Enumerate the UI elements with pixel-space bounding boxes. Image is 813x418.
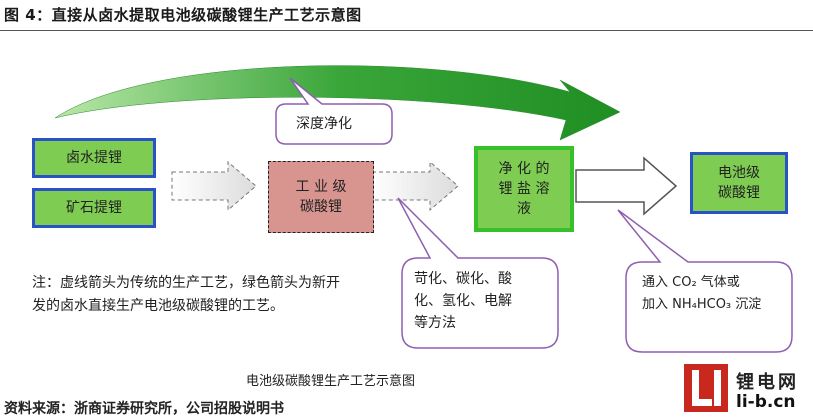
node-battery-line1: 电池级 [718,165,760,181]
callout-methods [397,197,559,349]
dashed-arrow-2 [371,160,459,212]
callout-co2 [617,209,793,353]
callout-co2-line2: 加入 NH₄HCO₃ 沉淀 [642,297,762,312]
title-rule [0,30,813,31]
node-brine-label: 卤水提锂 [66,150,122,166]
node-purified-line1: 净 化 的 [498,161,550,177]
node-brine-lithium: 卤水提锂 [32,138,156,178]
node-ore-label: 矿石提锂 [66,200,122,216]
figure-title: 图 4：直接从卤水提取电池级碳酸锂生产工艺示意图 [4,6,362,24]
source-line: 资料来源：浙商证券研究所，公司招股说明书 [4,401,284,417]
logo-chinese-text: 锂电网 [736,372,799,393]
node-industrial-line2: 碳酸锂 [300,199,342,215]
node-battery-line2: 碳酸锂 [718,185,760,201]
diagram-caption: 电池级碳酸锂生产工艺示意图 [246,374,416,389]
node-purified-line3: 液 [517,201,531,217]
legend-note: 注：虚线箭头为传统的生产工艺，绿色箭头为新开发的卤水直接生产电池级碳酸锂的工艺。 [32,275,340,314]
node-industrial-li2co3: 工 业 级 碳酸锂 [268,161,374,233]
li-logo-icon [684,364,728,412]
callout-methods-line2: 化、氢化、电解 [414,293,512,309]
dashed-arrow-1 [171,160,257,212]
callout-co2-text: 通入 CO₂ 气体或 加入 NH₄HCO₃ 沉淀 [642,272,761,316]
node-purified-line2: 锂 盐 溶 [498,181,550,197]
node-ore-lithium: 矿石提锂 [32,188,156,228]
green-curved-arrow [54,65,621,141]
callout-methods-line3: 等方法 [414,315,456,331]
solid-arrow [575,156,678,216]
node-industrial-line1: 工 业 级 [295,179,347,195]
callout-methods-line1: 苛化、碳化、酸 [414,271,512,287]
node-battery-li2co3: 电池级 碳酸锂 [690,152,788,214]
callout-deep-purify [275,77,393,145]
callout-co2-line1: 通入 CO₂ 气体或 [642,275,740,290]
node-purified-solution: 净 化 的 锂 盐 溶 液 [474,146,574,232]
logo-english-text: li-b.cn [736,392,796,412]
callout-deep-purify-text: 深度净化 [296,116,352,132]
callout-methods-text: 苛化、碳化、酸 化、氢化、电解 等方法 [414,268,512,334]
